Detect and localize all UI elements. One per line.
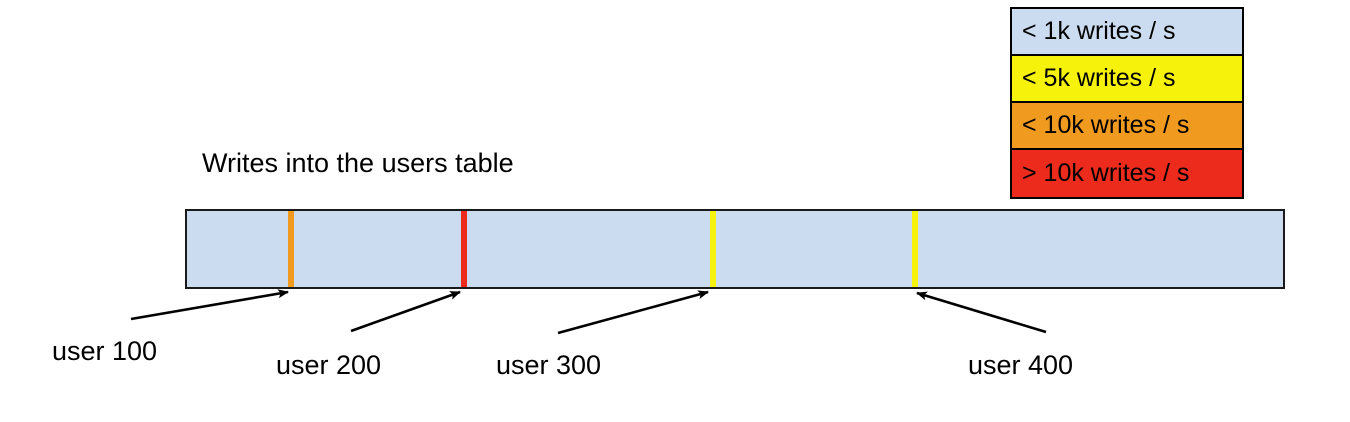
legend-item-under-1k: < 1k writes / s xyxy=(1012,9,1242,56)
callout-arrow-user-400 xyxy=(916,291,1047,334)
bar-stripe-user-400 xyxy=(912,211,918,287)
legend-item-label: < 5k writes / s xyxy=(1022,64,1176,92)
users-table-bar xyxy=(185,209,1285,289)
callout-label-user-100: user 100 xyxy=(52,336,158,366)
callout-label-user-200: user 200 xyxy=(276,350,382,380)
legend-item-label: < 1k writes / s xyxy=(1022,17,1176,45)
callout-arrow-user-300 xyxy=(557,290,709,335)
legend-item-label: < 10k writes / s xyxy=(1022,111,1190,139)
legend-item-under-5k: < 5k writes / s xyxy=(1012,56,1242,103)
legend-item-label: > 10k writes / s xyxy=(1022,159,1190,187)
legend-item-over-10k: > 10k writes / s xyxy=(1012,150,1242,197)
bar-stripe-user-200 xyxy=(461,211,467,287)
legend-item-under-10k: < 10k writes / s xyxy=(1012,103,1242,150)
chart-title: Writes into the users table xyxy=(202,148,514,178)
legend: < 1k writes / s < 5k writes / s < 10k wr… xyxy=(1010,7,1244,199)
callout-label-user-400: user 400 xyxy=(968,350,1074,380)
callout-arrow-user-100 xyxy=(130,289,289,321)
bar-stripe-user-100 xyxy=(288,211,294,287)
bar-stripe-user-300 xyxy=(710,211,716,287)
callout-arrow-user-200 xyxy=(350,290,461,333)
callout-label-user-300: user 300 xyxy=(496,350,602,380)
